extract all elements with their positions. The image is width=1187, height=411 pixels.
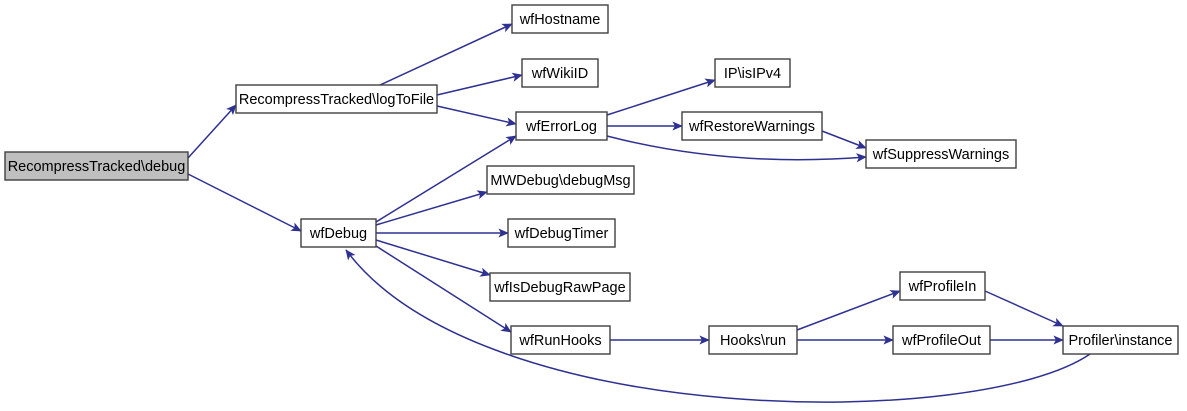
- node-box-wfRunHooks[interactable]: [510, 325, 611, 355]
- node-box-wfHostname[interactable]: [511, 4, 609, 34]
- edges-layer: [187, 23, 1091, 403]
- node-box-wfRestoreWarnings[interactable]: [681, 111, 823, 141]
- edge-wfDebug-to-mwDebugDebugMsg: [375, 190, 488, 226]
- node-box-recompressTrackedLogToFile[interactable]: [235, 84, 438, 114]
- node-label-mwDebugDebugMsg: MWDebug\debugMsg: [490, 173, 630, 189]
- node-box-wfSuppressWarnings[interactable]: [865, 139, 1017, 169]
- node-label-wfHostname: wfHostname: [519, 12, 601, 28]
- edge-wfErrorLog-to-ipIsIPv4: [606, 78, 716, 116]
- node-label-wfDebugTimer: wfDebugTimer: [514, 226, 609, 242]
- node-label-wfProfileOut: wfProfileOut: [901, 333, 981, 349]
- node-recompressTrackedDebug[interactable]: RecompressTracked\debug: [4, 151, 189, 181]
- edge-wfDebug-to-wfIsDebugRawPage: [375, 239, 491, 277]
- edge-profilerInstance-to-wfDebug: [345, 249, 1091, 403]
- edge-wfDebug-to-wfErrorLog: [375, 135, 517, 223]
- node-box-wfWikiID[interactable]: [521, 58, 599, 88]
- node-label-hooksRun: Hooks\run: [720, 333, 786, 349]
- node-wfRestoreWarnings[interactable]: wfRestoreWarnings: [681, 111, 823, 141]
- node-label-profilerInstance: Profiler\instance: [1069, 333, 1173, 349]
- nodes-layer: RecompressTracked\debug RecompressTracked…: [4, 4, 1179, 355]
- node-label-wfRunHooks: wfRunHooks: [518, 333, 601, 349]
- node-label-wfErrorLog: wfErrorLog: [525, 119, 597, 135]
- edge-hooksRun-to-wfProfileIn: [796, 290, 901, 331]
- node-box-wfProfileOut[interactable]: [892, 325, 991, 355]
- node-label-wfIsDebugRawPage: wfIsDebugRawPage: [493, 280, 625, 296]
- node-box-mwDebugDebugMsg[interactable]: [486, 165, 635, 195]
- node-wfWikiID[interactable]: wfWikiID: [521, 58, 599, 88]
- edge-wfDebug-to-wfRunHooks: [375, 245, 512, 333]
- node-profilerInstance[interactable]: Profiler\instance: [1062, 325, 1179, 355]
- edge-wfProfileIn-to-profilerInstance: [984, 290, 1064, 327]
- node-box-wfErrorLog[interactable]: [515, 111, 608, 141]
- node-wfProfileIn[interactable]: wfProfileIn: [899, 271, 986, 301]
- node-wfSuppressWarnings[interactable]: wfSuppressWarnings: [865, 139, 1017, 169]
- node-label-wfDebug: wfDebug: [309, 226, 367, 242]
- node-box-wfIsDebugRawPage[interactable]: [489, 272, 631, 302]
- node-box-profilerInstance[interactable]: [1062, 325, 1179, 355]
- node-ipIsIPv4[interactable]: IP\isIPv4: [714, 58, 791, 88]
- node-wfProfileOut[interactable]: wfProfileOut: [892, 325, 991, 355]
- node-label-recompressTrackedLogToFile: RecompressTracked\logToFile: [239, 92, 434, 108]
- node-wfDebugTimer[interactable]: wfDebugTimer: [507, 218, 616, 248]
- edge-recompressTrackedLogToFile-to-wfHostname: [379, 23, 513, 86]
- node-mwDebugDebugMsg[interactable]: MWDebug\debugMsg: [486, 165, 635, 195]
- node-box-wfDebug[interactable]: [300, 218, 377, 248]
- node-box-ipIsIPv4[interactable]: [714, 58, 791, 88]
- node-label-ipIsIPv4: IP\isIPv4: [724, 66, 781, 82]
- node-label-recompressTrackedDebug: RecompressTracked\debug: [8, 159, 186, 175]
- node-wfDebug[interactable]: wfDebug: [300, 218, 377, 248]
- node-wfErrorLog[interactable]: wfErrorLog: [515, 111, 608, 141]
- node-hooksRun[interactable]: Hooks\run: [708, 325, 798, 355]
- node-recompressTrackedLogToFile[interactable]: RecompressTracked\logToFile: [235, 84, 438, 114]
- node-box-wfProfileIn[interactable]: [899, 271, 986, 301]
- edge-recompressTrackedLogToFile-to-wfWikiID: [436, 72, 523, 96]
- node-box-recompressTrackedDebug[interactable]: [4, 151, 189, 181]
- node-box-wfDebugTimer[interactable]: [507, 218, 616, 248]
- node-wfIsDebugRawPage[interactable]: wfIsDebugRawPage: [489, 272, 631, 302]
- node-label-wfSuppressWarnings: wfSuppressWarnings: [872, 147, 1009, 163]
- edge-recompressTrackedDebug-to-recompressTrackedLogToFile: [187, 104, 237, 159]
- node-wfHostname[interactable]: wfHostname: [511, 4, 609, 34]
- node-label-wfWikiID: wfWikiID: [531, 66, 588, 82]
- node-wfRunHooks[interactable]: wfRunHooks: [510, 325, 611, 355]
- node-box-hooksRun[interactable]: [708, 325, 798, 355]
- edge-recompressTrackedLogToFile-to-wfErrorLog: [436, 105, 517, 127]
- node-label-wfProfileIn: wfProfileIn: [908, 279, 977, 295]
- edge-wfRestoreWarnings-to-wfSuppressWarnings: [821, 130, 867, 149]
- edge-recompressTrackedDebug-to-wfDebug: [187, 173, 302, 232]
- node-label-wfRestoreWarnings: wfRestoreWarnings: [688, 119, 815, 135]
- edge-wfErrorLog-to-wfSuppressWarnings: [606, 135, 867, 163]
